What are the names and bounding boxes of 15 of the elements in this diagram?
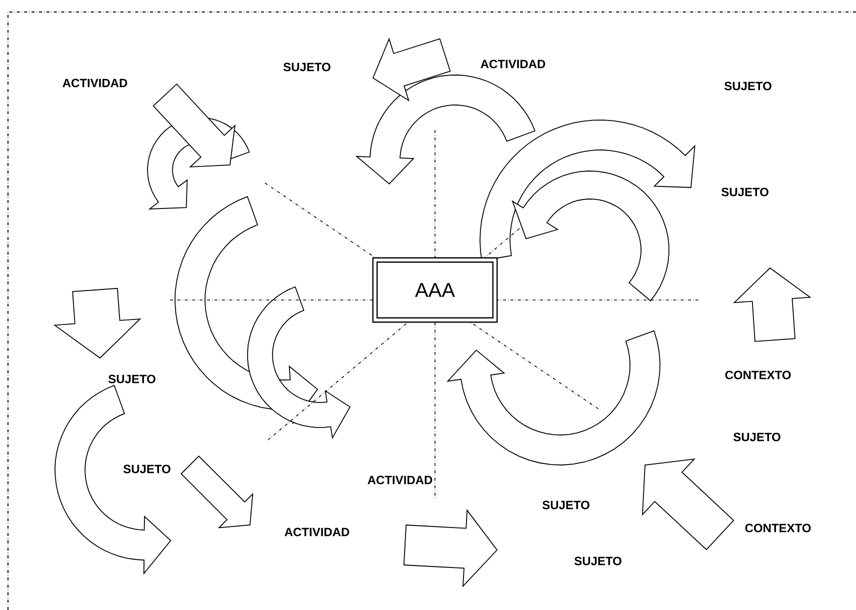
- word-label: SUJETO: [733, 432, 780, 442]
- center-box: AAA: [372, 257, 498, 323]
- word-label: SUJETO: [283, 62, 330, 72]
- word-label: ACTIVIDAD: [62, 78, 128, 88]
- word-label: ACTIVIDAD: [480, 60, 546, 68]
- word-label: SUJETO: [721, 188, 768, 196]
- word-label: SUJETO: [724, 82, 772, 90]
- word-label: SUJETO: [542, 500, 590, 510]
- word-label: ACTIVIDAD: [284, 528, 350, 536]
- word-label: SUJETO: [108, 374, 156, 384]
- word-label: ACTIVIDAD: [368, 476, 432, 484]
- word-label: CONTEXTO: [745, 524, 811, 532]
- word-label: SUJETO: [123, 464, 170, 474]
- word-label: SUJETO: [574, 556, 622, 566]
- word-label: CONTEXTO: [725, 370, 791, 380]
